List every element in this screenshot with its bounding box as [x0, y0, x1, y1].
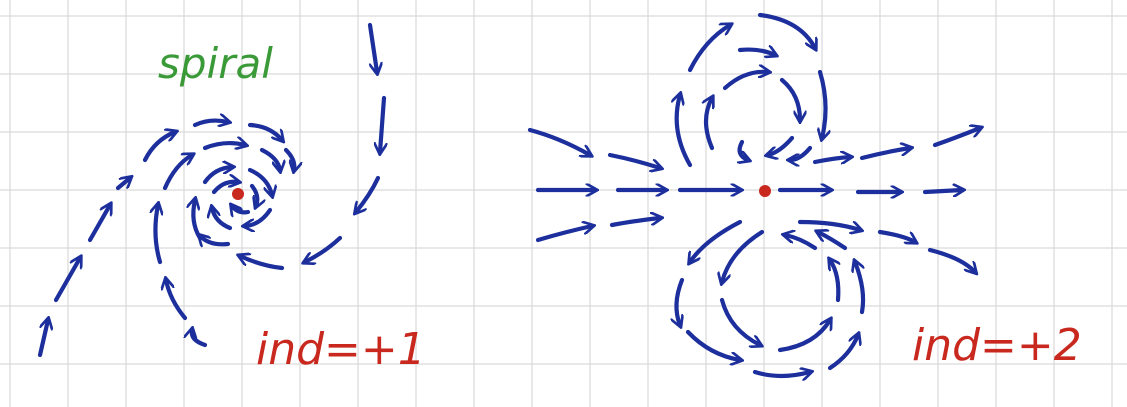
field-arrow — [719, 297, 760, 345]
field-arrow — [240, 256, 285, 271]
field-arrow — [283, 147, 294, 170]
field-arrow — [785, 235, 818, 251]
field-arrow — [367, 22, 377, 72]
field-arrow — [356, 175, 381, 212]
field-arrow — [855, 262, 866, 315]
field-arrow — [820, 69, 826, 138]
field-arrow — [200, 236, 231, 244]
field-arrow — [609, 218, 660, 228]
field-arrow — [768, 135, 795, 155]
field-arrow — [527, 127, 590, 155]
field-arrow — [192, 330, 208, 348]
field-arrow — [37, 320, 48, 358]
field-arrow — [740, 139, 748, 160]
field-arrow — [192, 121, 228, 125]
field-arrow — [155, 205, 160, 265]
field-arrow — [162, 155, 192, 191]
field-arrow — [211, 182, 238, 195]
field-arrow — [827, 335, 858, 371]
field-arrow — [932, 128, 980, 148]
field-arrow — [607, 152, 660, 168]
field-arrow — [922, 190, 962, 192]
field-arrow — [677, 95, 693, 168]
field-arrow — [53, 258, 80, 303]
field-arrow — [202, 143, 245, 148]
field-arrow — [818, 232, 848, 251]
field-arrow — [859, 148, 910, 161]
field-arrow — [757, 12, 815, 48]
field-arrow — [737, 50, 775, 55]
field-arrow — [690, 219, 743, 262]
field-arrow — [927, 247, 975, 272]
singular-point-spiral — [232, 188, 244, 200]
field-arrow — [706, 98, 712, 151]
field-arrow — [202, 167, 232, 185]
field-arrow — [193, 200, 203, 241]
field-arrow — [830, 260, 838, 303]
field-arrow — [247, 167, 272, 195]
field-arrow — [115, 178, 130, 191]
field-arrow — [142, 132, 175, 163]
field-arrow — [232, 206, 251, 212]
field-arrow — [380, 95, 384, 152]
spiral-title: spiral — [158, 39, 273, 88]
field-arrow — [685, 329, 740, 360]
field-arrow — [249, 183, 257, 206]
field-arrow — [245, 207, 273, 226]
field-arrow — [676, 277, 685, 325]
field-arrow — [259, 147, 280, 170]
index-label-right: ind=+2 — [912, 320, 1082, 371]
field-arrow — [777, 320, 830, 353]
field-arrow — [790, 145, 813, 160]
field-arrow — [535, 226, 592, 243]
field-arrow — [752, 372, 810, 376]
spiral-field-lines — [37, 22, 384, 358]
field-arrow — [305, 235, 343, 262]
field-arrow — [877, 229, 915, 242]
field-arrow — [797, 219, 860, 230]
field-arrow — [722, 229, 765, 282]
index-label-left: ind=+1 — [256, 324, 426, 375]
field-arrow — [722, 72, 768, 91]
field-arrow — [166, 280, 188, 321]
field-arrow — [87, 205, 110, 243]
field-arrow — [812, 157, 850, 162]
singular-point-dipole — [759, 185, 771, 197]
dipole-field-lines — [527, 12, 980, 376]
field-arrow — [247, 122, 282, 140]
field-arrow — [779, 77, 800, 120]
field-arrow — [212, 208, 233, 231]
field-arrow — [687, 25, 730, 73]
